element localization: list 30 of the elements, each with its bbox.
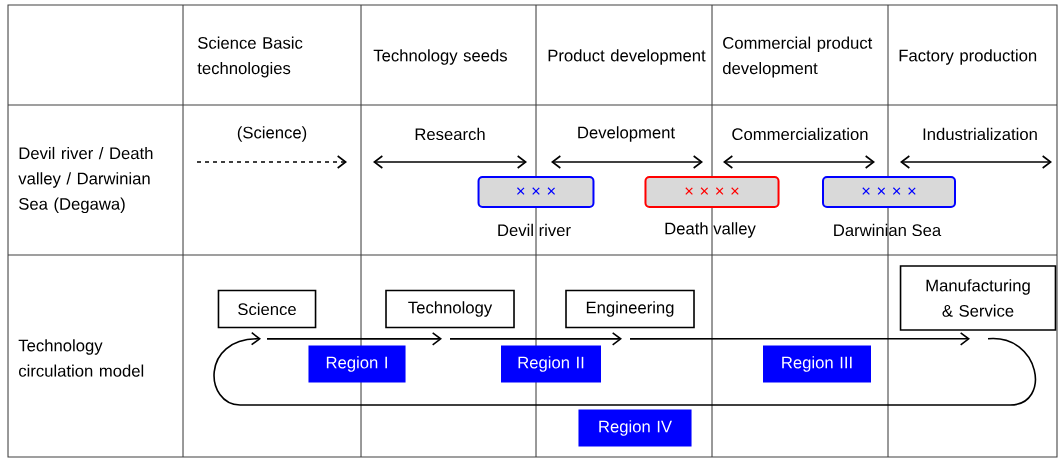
stage-label: Development	[578, 126, 675, 142]
column-heading: Factory production	[899, 49, 1037, 65]
region-box: Region I	[308, 345, 406, 383]
beside-label: Devil river	[498, 223, 571, 237]
row-heading: Devil river / Death valley / Darwinian Sea (Degawa)	[18, 146, 153, 214]
beside-label: Darwinian Sea	[834, 223, 942, 237]
arrow	[629, 332, 970, 346]
arrow	[449, 332, 622, 346]
region-box: Region III	[763, 345, 871, 383]
stage-label: (Science)	[237, 126, 307, 142]
process-box: Science	[217, 289, 317, 329]
column-heading: Commercial product development	[722, 36, 873, 78]
process-box: Engineering	[565, 289, 695, 329]
stage-label: Research	[415, 127, 485, 141]
crossed-box: × × × ×	[644, 176, 780, 208]
region-box: Region IV	[578, 409, 692, 447]
beside-label: Death valley	[665, 222, 756, 238]
arrow	[266, 332, 442, 346]
process-box: Technology	[385, 289, 515, 329]
stage-label: Industrialization	[923, 127, 1037, 141]
stage-label: Commercialization	[732, 127, 868, 141]
column-heading: Product development	[548, 49, 706, 65]
column-heading: Science Basic technologies	[197, 36, 303, 78]
region-box: Region II	[501, 345, 601, 383]
arrow	[213, 331, 1037, 406]
crossed-box: × × ×	[477, 176, 595, 208]
row-heading: Technology circulation model	[18, 339, 144, 377]
process-box: Manufacturing & Service	[899, 265, 1057, 331]
column-heading: Technology seeds	[373, 49, 507, 65]
crossed-box: × × × ×	[822, 176, 956, 208]
